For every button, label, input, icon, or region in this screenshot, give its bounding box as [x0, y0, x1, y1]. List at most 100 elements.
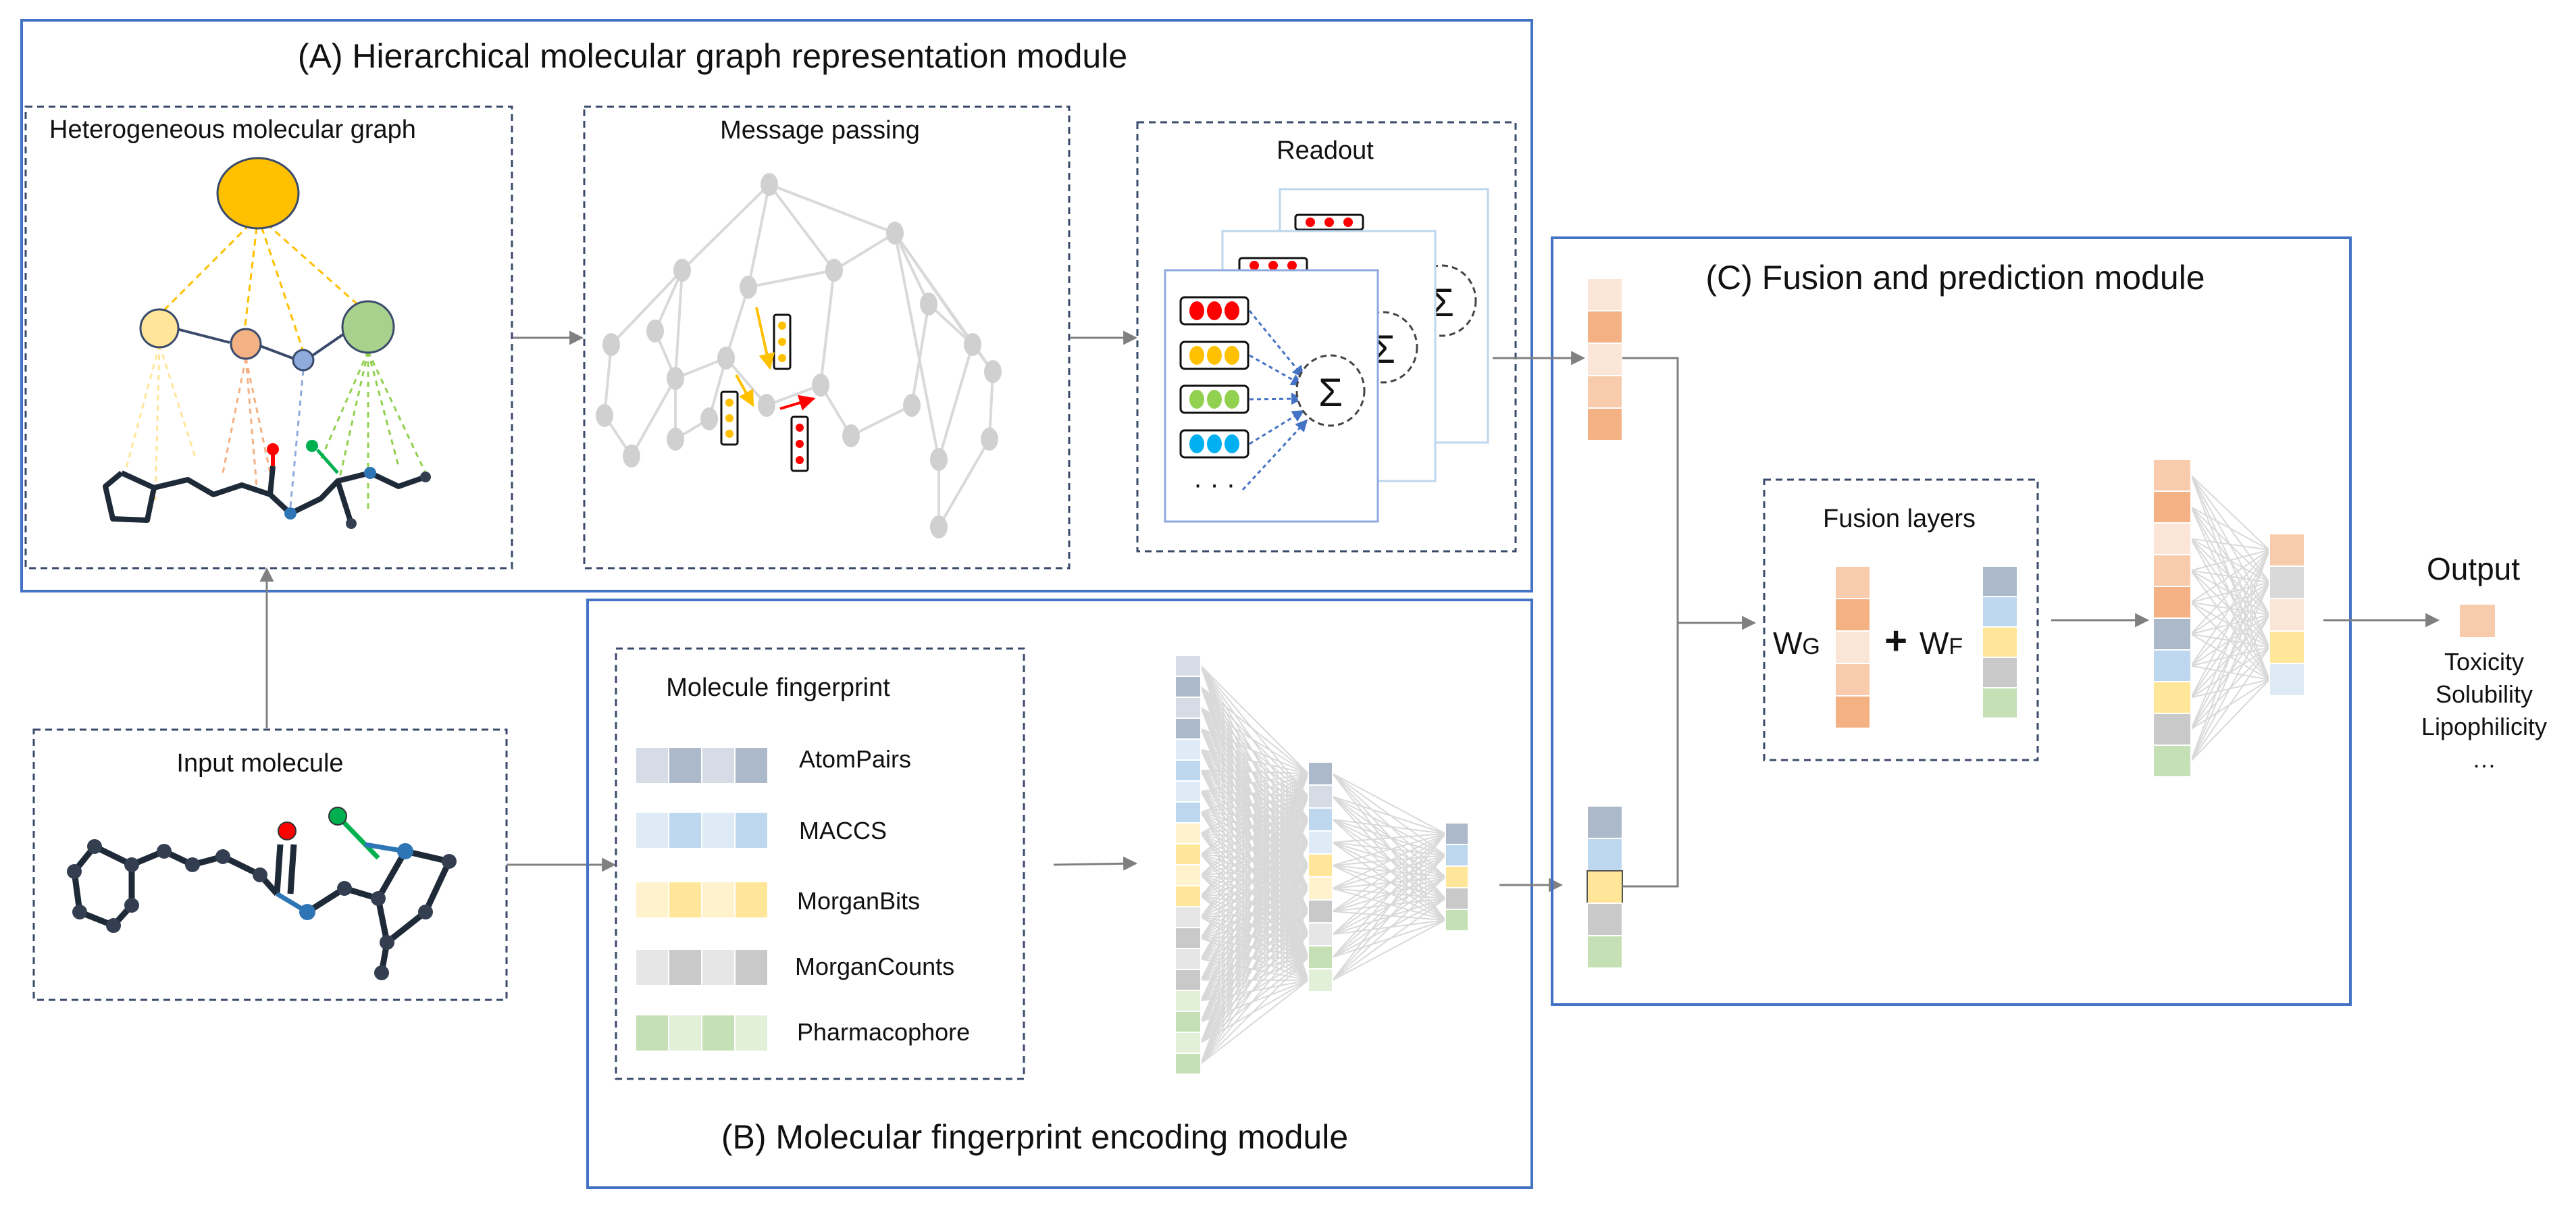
fingerprint-title: Molecule fingerprint — [666, 674, 890, 702]
output-task-lipophilicity: Lipophilicity — [2421, 713, 2547, 740]
fingerprint-label-morganbits: MorganBits — [797, 887, 920, 915]
output-task-more: … — [2472, 745, 2496, 773]
network-cell — [2269, 533, 2305, 567]
message-passing-panel: Message passing — [583, 105, 1071, 570]
network-cell — [2153, 586, 2192, 619]
fingerprint-bar-maccs — [636, 813, 767, 848]
module-b: (B) Molecular fingerprint encoding modul… — [586, 599, 1564, 1189]
network-cell — [1308, 899, 1333, 924]
input-molecule-label: Input molecule — [176, 749, 343, 778]
network-cell — [1175, 822, 1202, 844]
network-cell — [1175, 780, 1202, 803]
output-section: Output Toxicity Solubility Lipophilicity… — [2421, 551, 2547, 773]
network-cell — [1175, 927, 1202, 949]
network-cell — [1308, 784, 1333, 809]
fingerprint-bar-morganbits — [636, 882, 767, 917]
network-cell — [2153, 490, 2192, 524]
network-cell — [1175, 697, 1202, 719]
readout-label: Readout — [1277, 136, 1374, 165]
network-cell — [1175, 717, 1202, 740]
fingerprint-bar-pharmacophore — [636, 1015, 767, 1051]
fusion-vector-f — [1982, 565, 2018, 719]
fingerprint-bar-morgancounts — [636, 950, 767, 985]
heterogeneous-graph-panel: Heterogeneous molecular graph — [24, 105, 513, 570]
network-cell — [1445, 887, 1469, 910]
message-passing-label: Message passing — [720, 116, 920, 145]
network-cell — [1175, 948, 1202, 970]
network-cell — [2153, 744, 2192, 778]
output-cell — [2460, 605, 2495, 637]
network-cell — [2153, 617, 2192, 651]
readout-vectors: · · · Σ — [1179, 296, 1366, 499]
fingerprint-label-maccs: MACCS — [799, 817, 887, 844]
output-task-toxicity: Toxicity — [2444, 648, 2524, 676]
graph-icon — [103, 157, 431, 529]
readout-panel: Readout Σ Σ · · · — [1136, 121, 1517, 553]
network-cell — [1175, 738, 1202, 761]
network-cell — [2153, 522, 2192, 555]
fusion-layers-panel: Fusion layers WG + WF — [1763, 478, 2039, 761]
message-vectors — [720, 307, 816, 472]
network-cell — [1175, 990, 1202, 1012]
neural-network-icon — [1175, 655, 1469, 1075]
network-cell — [1308, 807, 1333, 832]
network-cell — [1175, 1011, 1202, 1033]
network-cell — [1175, 885, 1202, 907]
network-cell — [1175, 969, 1202, 991]
network-cell — [2269, 630, 2305, 664]
network-cell — [2269, 565, 2305, 599]
network-cell — [2269, 598, 2305, 632]
module-a: (A) Hierarchical molecular graph represe… — [20, 19, 1533, 592]
module-c-title: (C) Fusion and prediction module — [1705, 259, 2205, 297]
network-cell — [2269, 663, 2305, 697]
network-cell — [1175, 676, 1202, 698]
fingerprint-embedding-vector — [1587, 805, 1623, 969]
network-cell — [1445, 844, 1469, 867]
module-a-title: (A) Hierarchical molecular graph represe… — [298, 37, 1127, 75]
fingerprint-panel: Molecule fingerprint AtomPairs MACCS Mor… — [615, 647, 1025, 1080]
module-c-frame — [1551, 236, 2352, 1006]
network-cell — [1308, 761, 1333, 786]
input-molecule-panel: Input molecule — [32, 728, 508, 1001]
network-cell — [2153, 681, 2192, 714]
network-cell — [2153, 554, 2192, 587]
module-b-title: (B) Molecular fingerprint encoding modul… — [721, 1118, 1348, 1156]
network-cell — [1308, 853, 1333, 878]
message-graph-icon — [596, 173, 1002, 538]
network-cell — [1445, 909, 1469, 932]
fusion-layers-label: Fusion layers — [1823, 505, 1976, 533]
fusion-vector-g — [1834, 565, 1871, 729]
weight-g-label: WG — [1773, 626, 1820, 661]
fingerprint-label-morgancounts: MorganCounts — [795, 953, 954, 980]
fingerprint-label-pharmacophore: Pharmacophore — [797, 1018, 970, 1046]
module-a-frame — [20, 19, 1533, 592]
network-cell — [1308, 922, 1333, 946]
network-cell — [1175, 1053, 1202, 1075]
network-cell — [1308, 876, 1333, 901]
network-cell — [1175, 1032, 1202, 1054]
graph-embedding-vector — [1587, 278, 1623, 441]
network-cell — [1175, 843, 1202, 865]
network-cell — [1175, 801, 1202, 824]
network-cell — [1308, 830, 1333, 855]
fingerprint-bar-atompairs — [636, 748, 767, 783]
network-cell — [2153, 713, 2192, 746]
module-c: (C) Fusion and prediction module Fusion … — [1493, 236, 2352, 1006]
network-cell — [2153, 649, 2192, 682]
module-b-frame — [586, 599, 1533, 1189]
network-cell — [1445, 822, 1469, 845]
plus-sign: + — [1884, 619, 1907, 663]
network-cell — [1445, 865, 1469, 888]
molecule-icon — [67, 807, 457, 980]
output-title: Output — [2427, 551, 2520, 586]
network-cell — [1175, 864, 1202, 886]
readout-ellipsis: · · · — [1193, 470, 1235, 499]
network-cell — [1175, 906, 1202, 928]
prediction-network-icon — [2153, 459, 2305, 778]
heterogeneous-graph-label: Heterogeneous molecular graph — [49, 116, 416, 144]
sigma-icon: Σ — [1318, 371, 1343, 415]
fingerprint-label-atompairs: AtomPairs — [799, 745, 911, 773]
network-cell — [1175, 759, 1202, 782]
network-cell — [1308, 945, 1333, 969]
